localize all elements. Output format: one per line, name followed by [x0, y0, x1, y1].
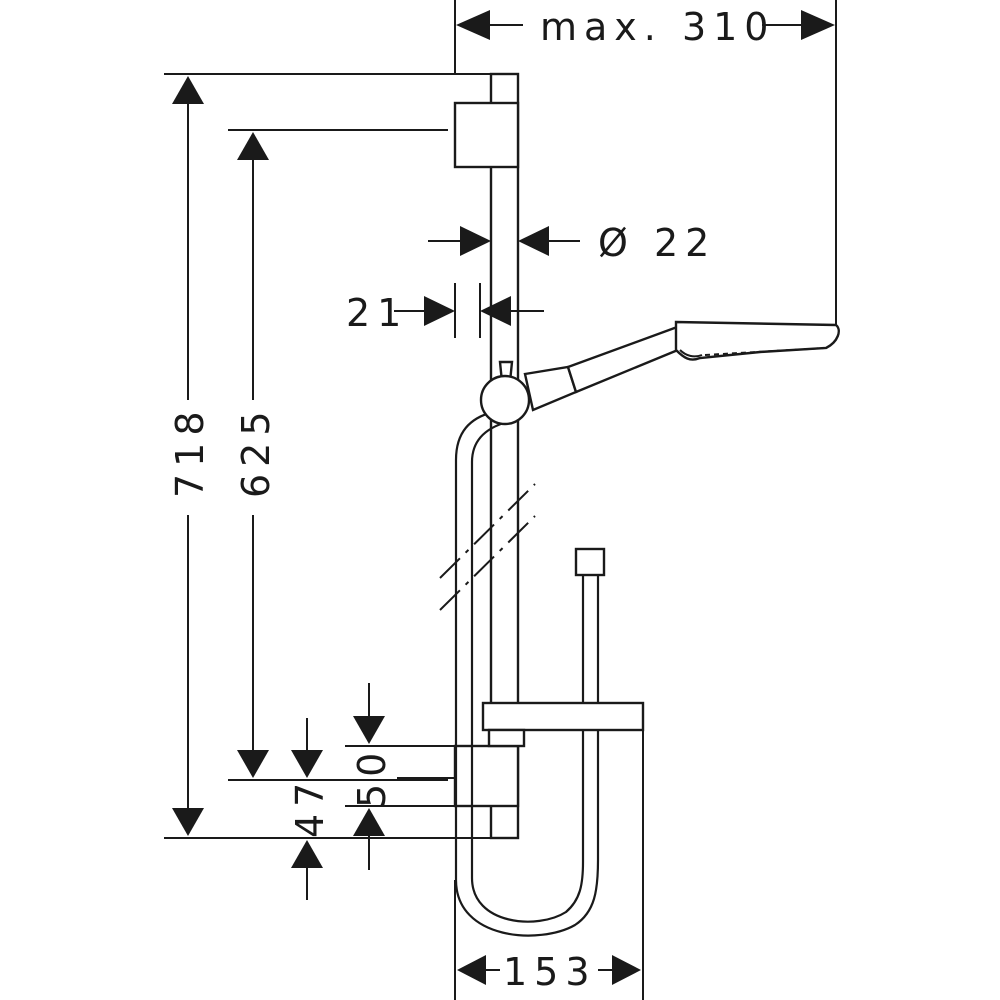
dimension-hose-width: 153: [454, 730, 644, 1000]
dimension-wall-offset: 21: [346, 283, 544, 338]
hand-shower: [523, 320, 840, 412]
upper-wall-bracket: [453, 101, 520, 169]
dimension-total-height: 718: [164, 73, 518, 839]
diameter-label: Ø 22: [598, 221, 716, 265]
break-line-lower: [439, 515, 536, 611]
break-line-upper: [439, 483, 536, 579]
dimension-diameter: Ø 22: [428, 221, 716, 265]
wall-offset-label: 21: [346, 291, 408, 335]
bracket-spacing-label: 625: [234, 404, 278, 498]
slider-joint: [479, 374, 531, 426]
dimension-lower-50: 50: [345, 683, 455, 870]
lower-47-label: 47: [288, 776, 332, 838]
lower-50-label: 50: [350, 746, 394, 808]
dimension-bracket-spacing: 625: [228, 129, 448, 781]
hose-connector: [574, 547, 606, 577]
shower-head-face: [704, 347, 826, 356]
dimension-lower-47: 47: [288, 718, 332, 900]
max-reach-label: max. 310: [540, 5, 775, 49]
lower-wall-bracket: [453, 744, 520, 808]
soap-shelf: [481, 701, 645, 732]
hose-width-label: 153: [503, 950, 597, 994]
total-height-label: 718: [168, 404, 212, 498]
shower-rail-assembly: [439, 72, 840, 937]
dimension-max-reach: max. 310: [454, 0, 837, 325]
shower-hose: [454, 410, 600, 937]
